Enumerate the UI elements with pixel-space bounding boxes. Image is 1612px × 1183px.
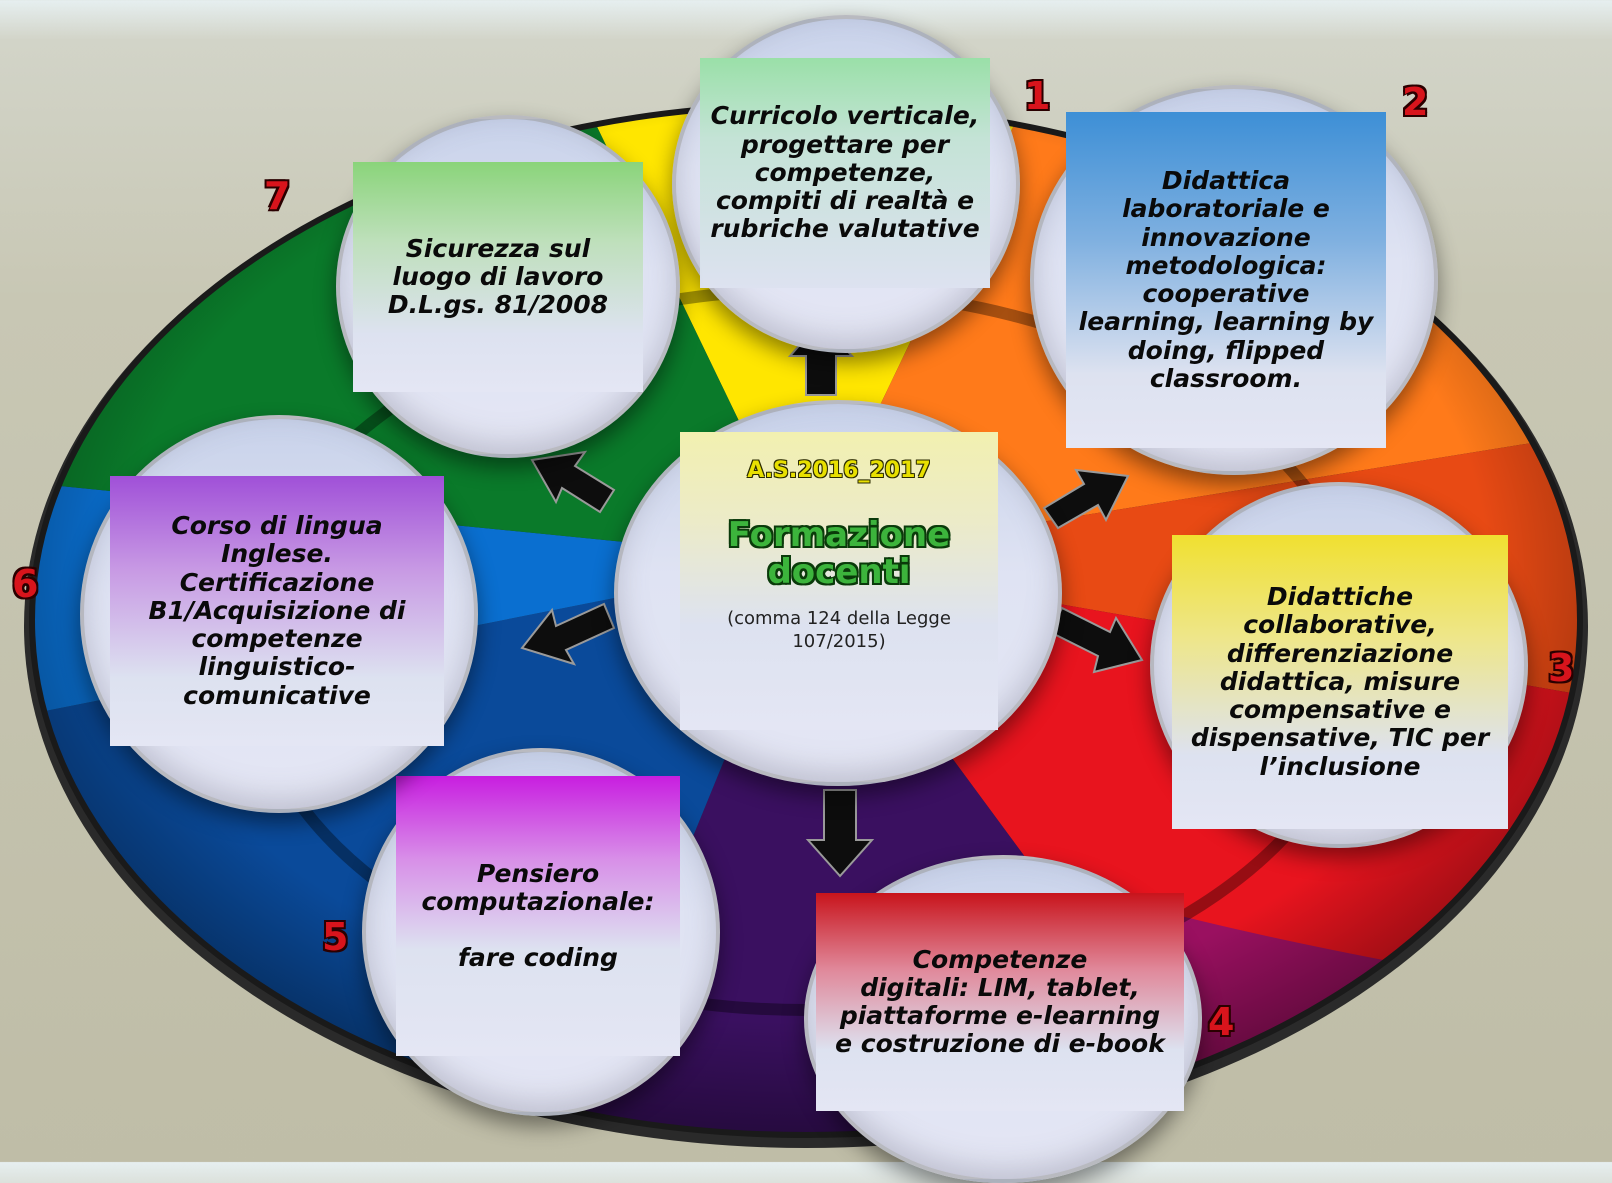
topic-text-3: Didattiche collaborative, differenziazio… (1190, 582, 1490, 781)
arrow-down (805, 789, 875, 878)
arrow-up-right (1042, 468, 1130, 530)
topic-text-2: Didattica laboratoriale e innovazione me… (1078, 166, 1374, 393)
topic-panel-7: Sicurezza sul luogo di lavoro D.L.gs. 81… (353, 162, 643, 392)
topic-text-4: Competenze digitali: LIM, tablet, piatta… (835, 944, 1165, 1059)
center-panel: A.S.2016_2017 Formazione docenti (comma … (680, 432, 998, 730)
topic-number-4: 4 (1208, 1000, 1235, 1044)
arrow-left (520, 602, 616, 666)
topic-text-1: Curricolo verticale, progettare per comp… (710, 101, 980, 244)
topic-panel-1: Curricolo verticale, progettare per comp… (700, 58, 990, 288)
topic-number-7: 7 (264, 174, 291, 218)
arrow-up-left (530, 450, 616, 514)
topic-text-7: Sicurezza sul luogo di lavoro D.L.gs. 81… (387, 233, 609, 320)
center-subtitle: (comma 124 della Legge 107/2015) (727, 608, 951, 652)
center-year: A.S.2016_2017 (747, 458, 931, 483)
topic-number-6: 6 (12, 562, 39, 606)
arrow-right (1048, 606, 1144, 674)
topic-number-1: 1 (1024, 74, 1051, 118)
topic-panel-3: Didattiche collaborative, differenziazio… (1172, 535, 1508, 829)
topic-text-5: Pensiero computazionale: fare coding (421, 858, 655, 973)
topic-number-2: 2 (1402, 80, 1429, 124)
topic-panel-5: Pensiero computazionale: fare coding (396, 776, 680, 1056)
topic-number-3: 3 (1548, 646, 1575, 690)
topic-number-5: 5 (322, 915, 349, 959)
topic-panel-4: Competenze digitali: LIM, tablet, piatta… (816, 893, 1184, 1111)
topic-panel-2: Didattica laboratoriale e innovazione me… (1066, 112, 1386, 448)
topic-panel-6: Corso di lingua Inglese. Certificazione … (110, 476, 444, 746)
topic-text-6: Corso di lingua Inglese. Certificazione … (148, 511, 406, 710)
center-title: Formazione docenti (727, 515, 951, 592)
